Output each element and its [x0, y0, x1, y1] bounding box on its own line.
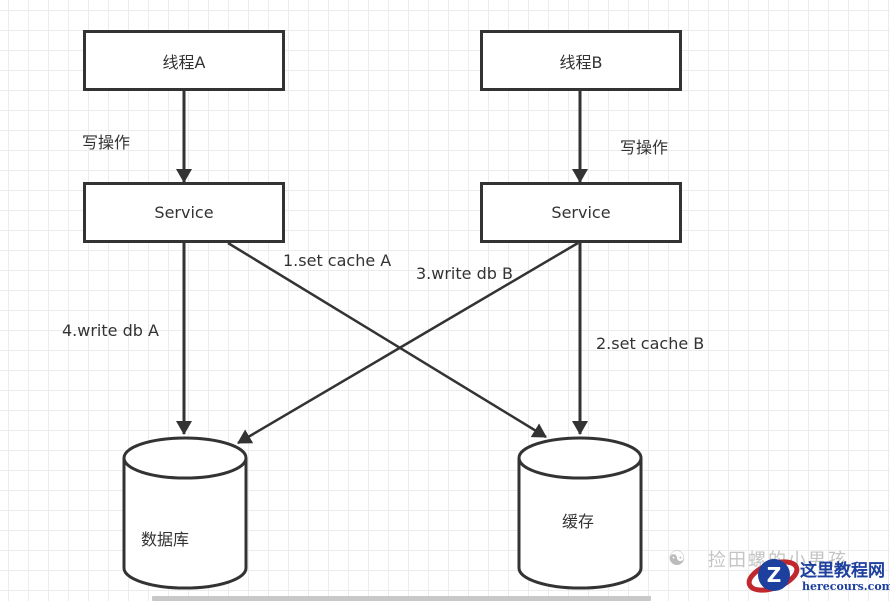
node-thread-b-label: 线程B — [559, 52, 603, 72]
horizontal-scrollbar[interactable] — [152, 596, 651, 601]
edge-label-set-cache-a: 1.set cache A — [283, 251, 392, 270]
node-thread-b: 线程B — [480, 30, 682, 91]
edge-label-set-cache-b: 2.set cache B — [596, 334, 705, 353]
edge-write-db-b — [237, 241, 579, 445]
node-thread-a-label: 线程A — [162, 52, 206, 72]
node-cache-label: 缓存 — [562, 512, 595, 531]
edge-label-thread-b-write: 写操作 — [620, 138, 669, 157]
watermark-site-name: 这里教程网 — [800, 561, 885, 581]
site-logo-letter: Z — [767, 563, 782, 587]
edge-label-write-db-b: 3.write db B — [416, 264, 513, 283]
cache-cylinder — [517, 436, 643, 590]
node-database-label: 数据库 — [141, 530, 190, 549]
node-service-b-label: Service — [551, 203, 611, 222]
node-service-b: Service — [480, 182, 682, 243]
node-service-a: Service — [83, 182, 285, 243]
edge-label-write-db-a: 4.write db A — [62, 321, 159, 340]
edge-set-cache-a — [227, 241, 547, 439]
watermark-site-url: herecours.com — [802, 580, 890, 593]
wechat-icon: ☯ — [668, 546, 686, 570]
node-thread-a: 线程A — [83, 30, 285, 91]
database-cylinder — [122, 436, 248, 590]
node-service-a-label: Service — [154, 203, 214, 222]
edge-label-thread-a-write: 写操作 — [82, 133, 131, 152]
site-logo-icon: Z — [746, 559, 800, 593]
watermark: ☯ 捡田螺的小男孩 Z 这里教程网 herecours.com — [664, 540, 890, 601]
